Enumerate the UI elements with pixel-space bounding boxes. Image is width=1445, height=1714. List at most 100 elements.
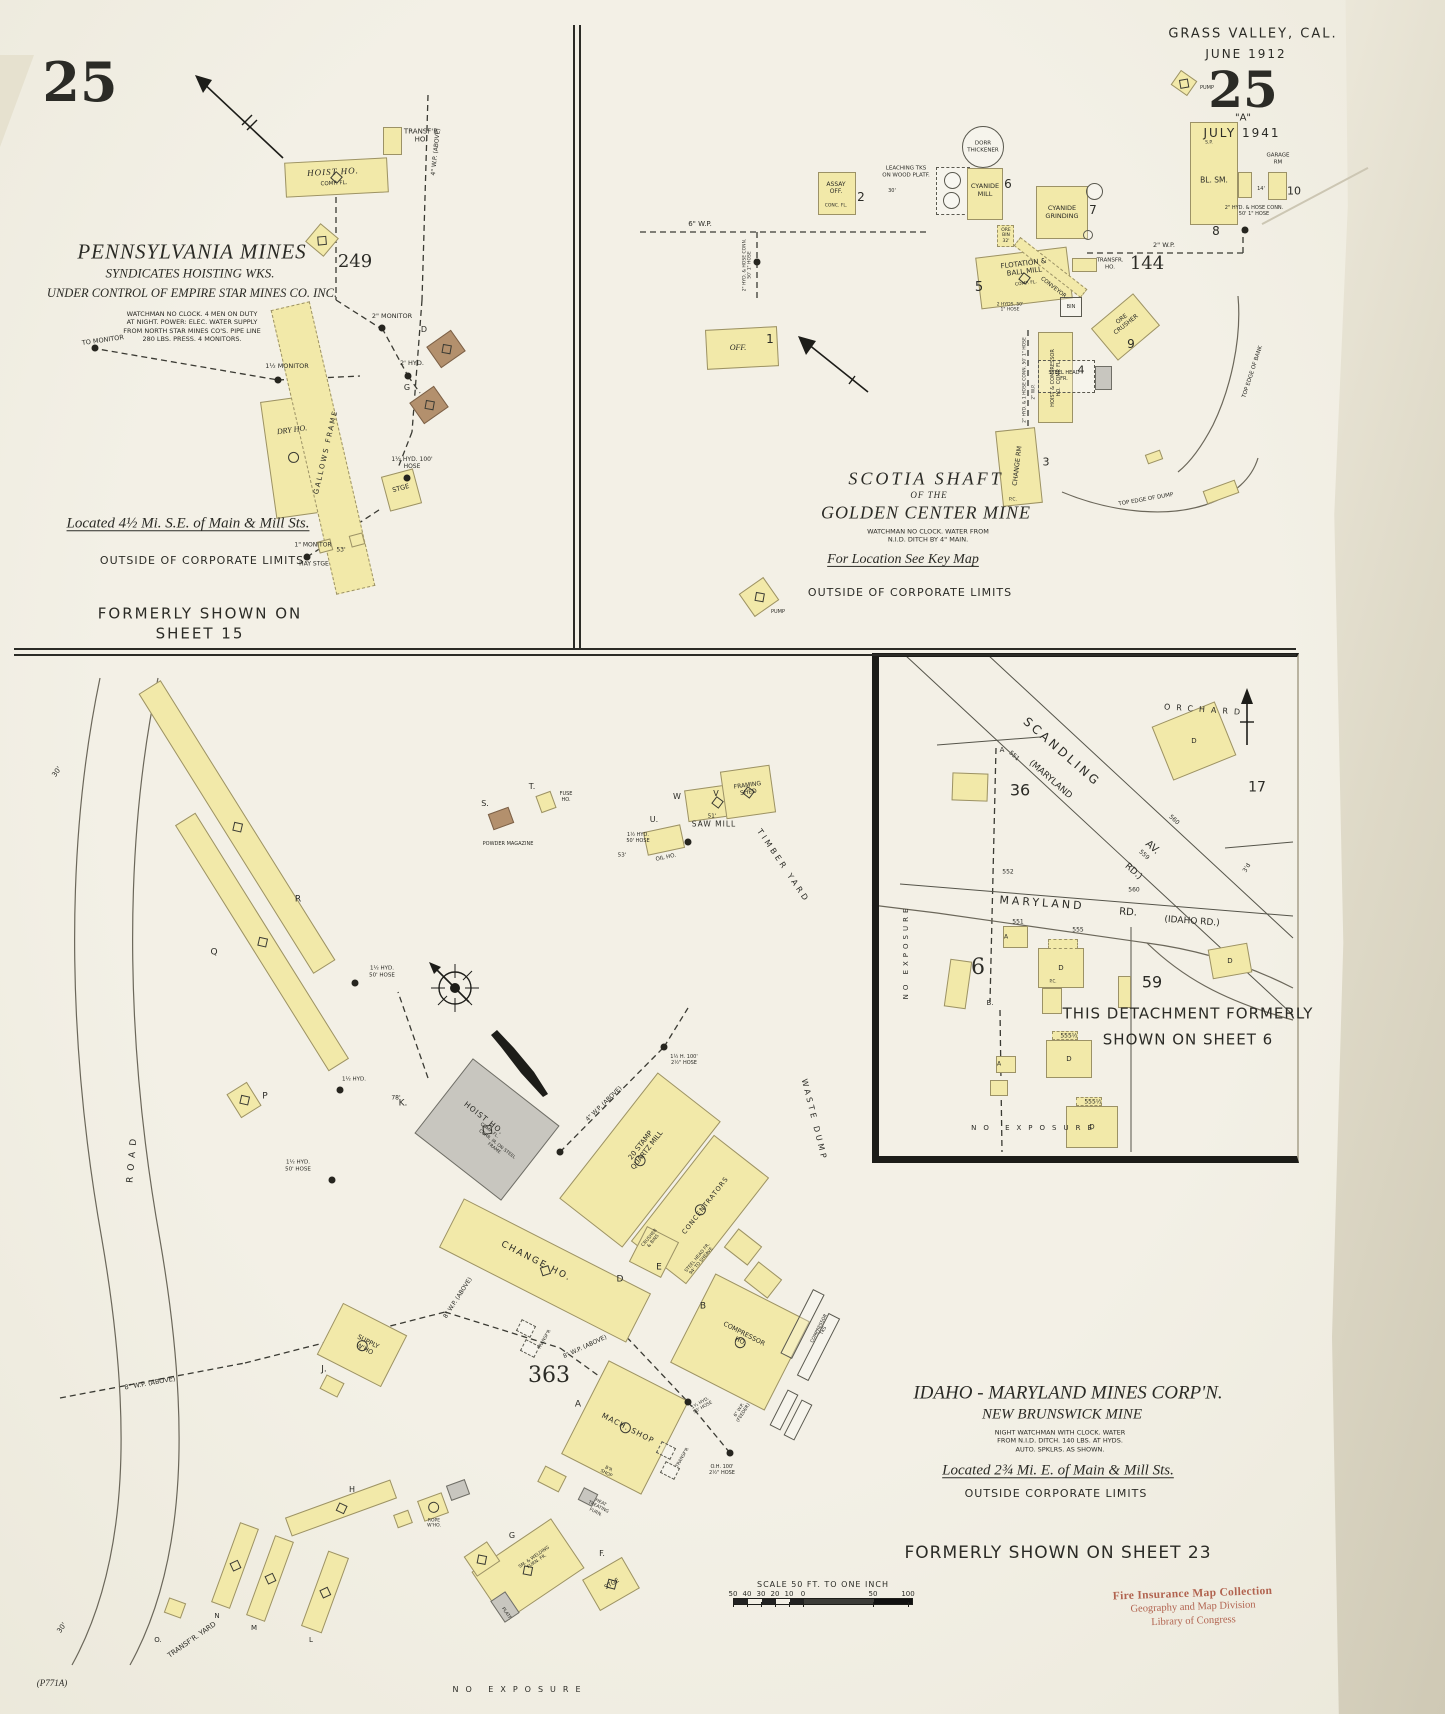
map-label: W — [673, 792, 681, 802]
scotia-ofthe: OF THE — [910, 490, 948, 501]
scale-tick-mark — [803, 1602, 804, 1607]
map-label: TRANSF'R — [537, 1329, 553, 1351]
map-label: K. — [398, 1098, 408, 1109]
scotia-corporate-note: OUTSIDE OF CORPORATE LIMITS — [807, 585, 1013, 599]
sheet-letter: "A" — [1234, 112, 1252, 124]
pennsylvania-corporate-note: OUTSIDE OF CORPORATE LIMITS — [99, 553, 305, 567]
map-label: J. — [321, 1364, 327, 1375]
map-label: 14' — [1257, 186, 1265, 192]
map-label: 4" W.P. (ABOVE) — [584, 1084, 624, 1123]
map-label: 1½ HYD. — [341, 1076, 367, 1083]
map-label: PUMP — [770, 609, 786, 615]
map-label: HOIST HO. — [306, 165, 360, 178]
map-label: 249 — [337, 251, 373, 273]
map-label: S.P. — [1205, 140, 1213, 146]
map-label: 1½ H. 100' 2½" HOSE — [670, 1054, 698, 1066]
map-label: BIN — [1066, 304, 1076, 310]
map-label: ROPE W'HO. — [427, 1518, 441, 1529]
map-label: DRY HO. — [276, 423, 308, 437]
pennsylvania-subtitle1: SYNDICATES HOISTING WKS. — [105, 265, 275, 281]
hydrant-dot — [303, 553, 311, 561]
map-label: B — [699, 1301, 707, 1312]
map-label: B'R SHOP — [599, 1465, 613, 1480]
map-label: 30' — [55, 1621, 69, 1635]
map-label: 1½ HYD. 50' HOSE — [690, 1396, 714, 1416]
map-label: WASTE DUMP — [799, 1077, 829, 1162]
map-label: FUSE HO. — [559, 791, 573, 803]
map-label: A — [999, 745, 1005, 754]
cyanide-grinding — [1036, 186, 1088, 239]
ore-bin — [997, 225, 1014, 247]
paper-torn-edge — [1332, 0, 1445, 1714]
scale-tick-label: 20 — [770, 1590, 780, 1598]
map-label: ROAD — [125, 1132, 140, 1184]
map-label: 7 — [1089, 202, 1097, 217]
scotia-title1: SCOTIA SHAFT — [848, 468, 1004, 489]
idaho-corporate-note: OUTSIDE CORPORATE LIMITS — [964, 1486, 1148, 1500]
map-label: 1½ HYD. 50' HOSE — [626, 832, 650, 844]
map-label: M — [250, 1623, 258, 1632]
map-label: TO MONITOR — [81, 333, 125, 348]
map-label: U. — [649, 815, 659, 825]
map-label: CYANIDE GRINDING — [1045, 204, 1079, 220]
map-label: 5 — [974, 280, 984, 296]
scale-bar-title: SCALE 50 FT. TO ONE INCH — [757, 1580, 889, 1589]
idaho-title: IDAHO - MARYLAND MINES CORP'N. — [913, 1382, 1223, 1404]
map-label: 8" W.P. (ABOVE) — [442, 1276, 474, 1320]
scale-tick-mark — [908, 1602, 909, 1607]
map-label: OFF. — [729, 343, 747, 353]
map-label: STGE — [603, 1576, 621, 1591]
map-label: H — [348, 1485, 356, 1495]
scotia-keymap-note: For Location See Key Map — [827, 551, 979, 567]
map-label: RD. — [1118, 906, 1138, 919]
map-label: COMP. FL. — [1014, 279, 1038, 288]
map-label: ASSAY OFF. — [826, 180, 846, 195]
map-label: 6 — [971, 954, 985, 980]
assay-office — [818, 172, 856, 215]
paper-fold — [0, 55, 34, 147]
dwelling — [1066, 1106, 1118, 1148]
map-label: T. — [528, 782, 536, 792]
hydrant-dot — [403, 474, 411, 482]
building — [990, 1080, 1008, 1096]
scale-tick-label: 0 — [800, 1590, 806, 1598]
map-label: 8" W.P. (ABOVE) — [123, 1374, 176, 1392]
pennsylvania-located-note: Located 4½ Mi. S.E. of Main & Mill Sts. — [66, 515, 310, 532]
header-city: GRASS VALLEY, CAL. — [1168, 26, 1338, 42]
map-label: CHANGE RM — [1010, 445, 1024, 487]
dorr-thickener — [962, 126, 1004, 168]
map-label: Q — [210, 947, 218, 958]
map-label: STEEL HEAD FR. — [1048, 370, 1080, 382]
map-label: CONC. FL. — [824, 203, 848, 209]
map-label: 30' — [50, 765, 64, 779]
map-label: FLOTATION & BALL MILL — [1000, 256, 1047, 279]
map-label: P — [262, 1091, 268, 1102]
map-label: 1 — [766, 331, 774, 346]
hoist-compressor-house — [1038, 332, 1073, 423]
map-label: 8" W.P. (ABOVE) — [561, 1333, 608, 1361]
hydrant-dot — [1241, 226, 1249, 234]
map-label: 1½ HYD. 100' HOSE — [391, 455, 433, 470]
map-label: O.H. 100' 2½" HOSE — [709, 1464, 735, 1476]
idaho-located-note: Located 2¾ Mi. E. of Main & Mill Sts. — [942, 1462, 1174, 1479]
map-label: FRAMING SHED — [733, 779, 762, 798]
detachment-note-line1: THIS DETACHMENT FORMERLY — [1062, 1004, 1314, 1023]
building — [943, 192, 960, 209]
map-label: 17 — [1248, 779, 1266, 796]
map-label: SCANDLING — [1020, 714, 1104, 790]
map-label: GARAGE RM — [1266, 152, 1290, 165]
map-label: R — [294, 894, 302, 905]
map-label: 8 — [1212, 223, 1220, 238]
map-label: 6 — [1004, 176, 1012, 191]
map-label: 3'd — [1241, 862, 1253, 874]
header-date-1912: JUNE 1912 — [1205, 47, 1287, 62]
scale-tick-label: 40 — [742, 1590, 752, 1598]
transfer-house — [383, 127, 402, 155]
map-label: 51' — [707, 813, 717, 820]
map-label: ORE CRUSHER — [1112, 312, 1140, 337]
map-label: O. — [154, 1635, 162, 1644]
idaho-watchman-note: NIGHT WATCHMAN WITH CLOCK. WATER FROM N.… — [994, 1428, 1126, 1454]
map-label: ORCHARD — [1163, 702, 1247, 718]
building — [1060, 297, 1082, 317]
